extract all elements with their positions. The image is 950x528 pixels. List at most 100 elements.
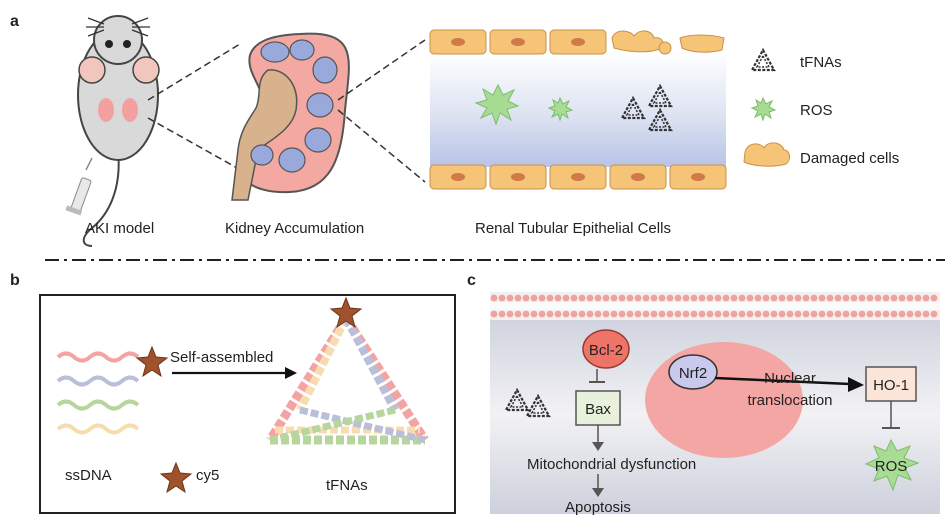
lipid-head [522,294,530,302]
lipid-head [602,294,610,302]
lipid-head [930,294,938,302]
lipid-head [490,310,498,318]
lipid-head [666,294,674,302]
lipid-head [514,310,522,318]
lipid-head [586,294,594,302]
legend: tFNAs ROS Damaged cells [743,48,899,167]
ssdna-strands [56,351,140,435]
lipid-head [682,310,690,318]
label-ho1: HO-1 [873,377,909,394]
lipid-head [802,294,810,302]
lipid-head [730,294,738,302]
lipid-head [770,310,778,318]
lipid-head [922,294,930,302]
lipid-head [490,294,498,302]
lipid-head [714,310,722,318]
arrow-down-icon [592,442,604,451]
label-self-assembled: Self-assembled [170,349,273,366]
lipid-head [882,294,890,302]
label-nuclear: Nuclear [764,370,816,387]
lipid-head [810,310,818,318]
lipid-head [506,294,514,302]
cy5-star-icon [329,296,363,329]
lipid-bilayer [490,294,938,318]
lipid-head [642,310,650,318]
lipid-head [722,310,730,318]
lipid-head [858,294,866,302]
lipid-head [866,310,874,318]
ros-burst-icon [864,438,920,492]
cy5-star-icon [159,461,193,494]
lipid-head [858,310,866,318]
lipid-head [594,310,602,318]
lipid-head [698,294,706,302]
lipid-head [610,294,618,302]
lipid-head [802,310,810,318]
cell-panel [490,292,940,514]
lipid-head [842,294,850,302]
lipid-head [730,310,738,318]
lipid-head [778,294,786,302]
label-bax: Bax [585,401,611,418]
label-translocation: translocation [747,392,832,409]
lipid-head [786,294,794,302]
lipid-head [778,310,786,318]
lipid-head [698,310,706,318]
damaged-cell-icon [743,142,791,167]
zoom-line [337,39,426,101]
lipid-head [714,294,722,302]
lipid-head [498,310,506,318]
mouse-illustration [65,15,160,247]
lipid-head [794,310,802,318]
lipid-head [850,294,858,302]
panel-label-b: b [10,272,20,289]
lipid-head [794,294,802,302]
lipid-head [874,310,882,318]
tfna-icon [750,48,776,72]
label-aki-model: AKI model [85,220,154,237]
lipid-head [666,310,674,318]
lipid-head [658,310,666,318]
lipid-head [562,294,570,302]
lipid-head [570,294,578,302]
lipid-head [810,294,818,302]
cy5-star-icon [135,345,169,378]
lipid-head [906,294,914,302]
lipid-head [922,310,930,318]
lipid-head [626,310,634,318]
cell-row-top [429,29,725,55]
lipid-head [834,294,842,302]
lipid-head [874,294,882,302]
lipid-head [818,294,826,302]
lipid-head [602,310,610,318]
lipid-head [834,310,842,318]
ros-burst-icon [750,96,777,122]
legend-damaged-cells: Damaged cells [800,150,899,167]
label-apoptosis: Apoptosis [565,499,631,516]
lipid-head [898,310,906,318]
lipid-head [594,294,602,302]
lipid-head [514,294,522,302]
lipid-head [762,294,770,302]
lipid-head [546,294,554,302]
zoom-line [337,109,426,183]
lipid-head [722,294,730,302]
cell-row-bottom [429,164,727,190]
lipid-head [610,310,618,318]
lipid-head [626,294,634,302]
label-cy5: cy5 [196,467,219,484]
lipid-head [570,310,578,318]
lipid-head [690,294,698,302]
label-renal-tubular: Renal Tubular Epithelial Cells [475,220,671,237]
lipid-head [650,294,658,302]
lipid-head [506,310,514,318]
panel-b-frame [39,294,456,514]
tfna-tetrahedron [266,315,429,445]
ros-burst-icon [547,96,574,122]
bcl2-node [582,329,630,369]
panel-label-a: a [10,13,19,30]
lipid-head [914,294,922,302]
lipid-head [562,310,570,318]
lipid-head [842,310,850,318]
